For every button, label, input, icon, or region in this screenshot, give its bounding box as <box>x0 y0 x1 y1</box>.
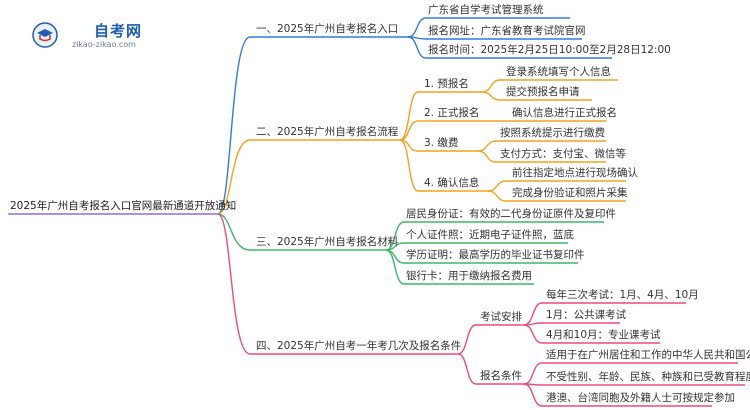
logo-title: 自考网 <box>94 22 143 40</box>
step-2-label: 2. 正式报名 <box>424 107 480 119</box>
graduation-cap-icon <box>32 22 58 48</box>
branch-4-connectors <box>217 213 745 407</box>
step-3-item-2: 支付方式：支付宝、微信等 <box>500 148 626 160</box>
branch-2-label: 二、2025年广州自考报名流程 <box>256 126 399 138</box>
branch-3-item-2: 个人证件照：近期电子证件照，蓝底 <box>406 229 574 241</box>
branch-3-label: 三、2025年广州自考报名材料 <box>256 236 399 248</box>
step-4-label: 4. 确认信息 <box>424 177 480 189</box>
group-1-label: 考试安排 <box>480 311 522 323</box>
group-1-item-3: 4月和10月：专业课考试 <box>546 329 661 341</box>
branch-2-connectors <box>217 79 626 215</box>
group-2-item-2: 不受性别、年龄、民族、种族和已受教育程度限制 <box>546 371 750 383</box>
group-1-item-1: 每年三次考试：1月、4月、10月 <box>546 289 699 301</box>
step-1-label: 1. 预报名 <box>424 78 469 90</box>
group-2-label: 报名条件 <box>480 370 522 382</box>
branch-3-connectors <box>217 213 604 285</box>
branch-3-item-3: 学历证明：最高学历的毕业证书复印件 <box>406 249 585 261</box>
step-4-item-2: 完成身份验证和照片采集 <box>512 187 628 199</box>
step-2-item-1: 确认信息进行正式报名 <box>512 107 617 119</box>
branch-4-label: 四、2025年广州自考一年考几次及报名条件 <box>256 340 462 352</box>
site-logo[interactable]: 自考网 zikao-zikao.com <box>22 14 162 50</box>
root-topic: 2025年广州自考报名入口官网最新通道开放通知 <box>10 200 237 212</box>
step-1-item-2: 提交预报名申请 <box>506 86 580 98</box>
branch-3-item-1: 居民身份证：有效的二代身份证原件及复印件 <box>406 208 616 220</box>
branch-1-item-2: 报名网址：广东省教育考试院官网 <box>428 25 586 37</box>
group-2-item-3: 港澳、台湾同胞及外籍人士可按规定参加 <box>546 392 735 404</box>
step-4-item-1: 前往指定地点进行现场确认 <box>512 167 638 179</box>
branch-1-item-1: 广东省自学考试管理系统 <box>428 4 544 16</box>
branch-3-item-4: 银行卡：用于缴纳报名费用 <box>406 270 532 282</box>
logo-url: zikao-zikao.com <box>72 40 136 49</box>
step-1-item-1: 登录系统填写个人信息 <box>506 66 611 78</box>
group-2-item-1: 适用于在广州居住和工作的中华人民共和国公民 <box>546 349 750 361</box>
group-1-item-2: 1月：公共课考试 <box>546 309 627 321</box>
step-3-label: 3. 缴费 <box>424 137 459 149</box>
branch-1-item-3: 报名时间：2025年2月25日10:00至2月28日12:00 <box>428 44 671 56</box>
step-3-item-1: 按照系统提示进行缴费 <box>500 127 605 139</box>
branch-1-label: 一、2025年广州自考报名入口 <box>256 23 399 35</box>
branch-1-connectors <box>217 17 612 215</box>
